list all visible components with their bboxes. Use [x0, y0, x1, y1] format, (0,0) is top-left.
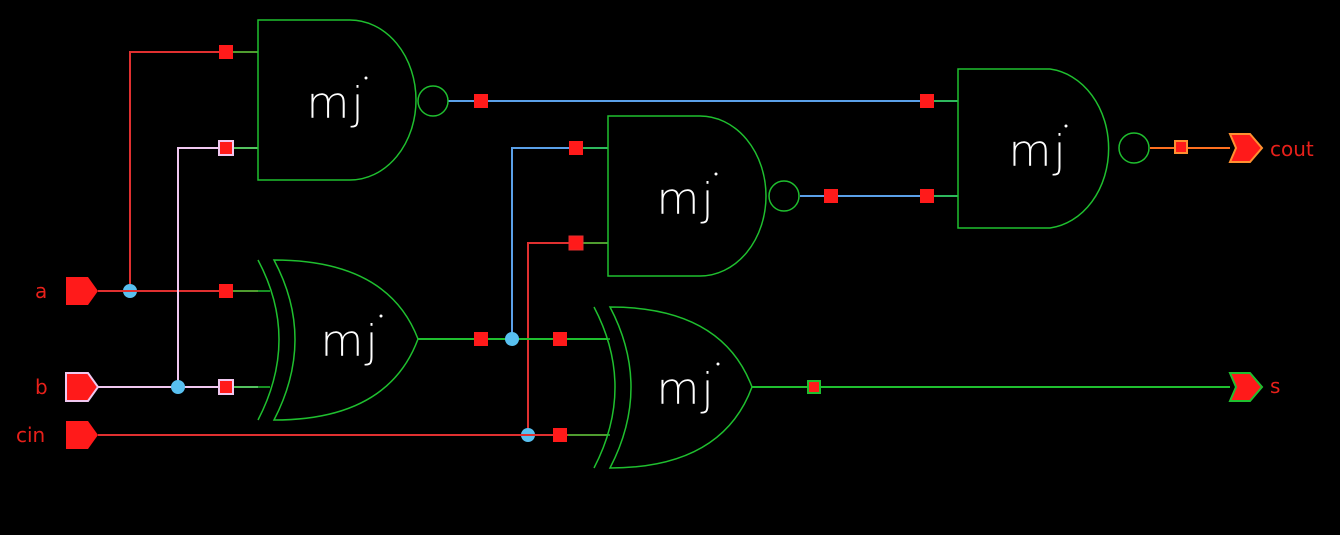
nand-gate-1-label: mj [306, 78, 365, 129]
pin-marker [553, 332, 567, 346]
output-pin-s[interactable]: s [1228, 372, 1280, 402]
xor-gate-2[interactable]: mj [593, 306, 753, 469]
pin-marker [474, 94, 488, 108]
nand-gate-1[interactable]: mj [257, 19, 449, 181]
pin-marker [807, 380, 821, 394]
nand-gate-3[interactable]: mj [957, 68, 1150, 229]
nand-gate-2-label: mj [656, 174, 715, 225]
xor-gate-2-label: mj [656, 364, 715, 415]
pin-label-cout: cout [1270, 137, 1314, 161]
pin-label-a: a [35, 279, 47, 303]
pin-marker [474, 332, 488, 346]
pin-marker [920, 94, 934, 108]
pin-marker [219, 45, 233, 59]
input-pin-a[interactable]: a [35, 277, 98, 305]
pin-marker [218, 140, 234, 156]
nand-gate-3-label: mj [1008, 126, 1067, 177]
xor-gate-1[interactable]: mj [257, 259, 419, 421]
pin-marker [219, 284, 233, 298]
nand-gate-2[interactable]: mj [607, 115, 800, 277]
connection-markers [218, 45, 1188, 442]
pin-label-s: s [1270, 374, 1280, 398]
pin-label-b: b [35, 375, 48, 399]
pin-marker [218, 379, 234, 395]
pin-marker [568, 235, 584, 251]
wire-b-to-nand1[interactable] [177, 147, 258, 387]
wire-a-to-nand1[interactable] [129, 51, 258, 291]
input-pin-cin[interactable]: cin [16, 421, 98, 449]
junction-dot [505, 332, 519, 346]
pin-marker [1174, 140, 1188, 154]
input-pin-b[interactable]: b [35, 372, 100, 402]
pin-label-cin: cin [16, 423, 45, 447]
pin-marker [824, 189, 838, 203]
output-pin-cout[interactable]: cout [1228, 133, 1314, 163]
pin-marker [553, 428, 567, 442]
wires [98, 51, 1230, 436]
junctions [123, 284, 535, 442]
pin-marker [569, 141, 583, 155]
junction-dot [171, 380, 185, 394]
xor-gate-1-label: mj [320, 316, 379, 367]
pin-marker [920, 189, 934, 203]
